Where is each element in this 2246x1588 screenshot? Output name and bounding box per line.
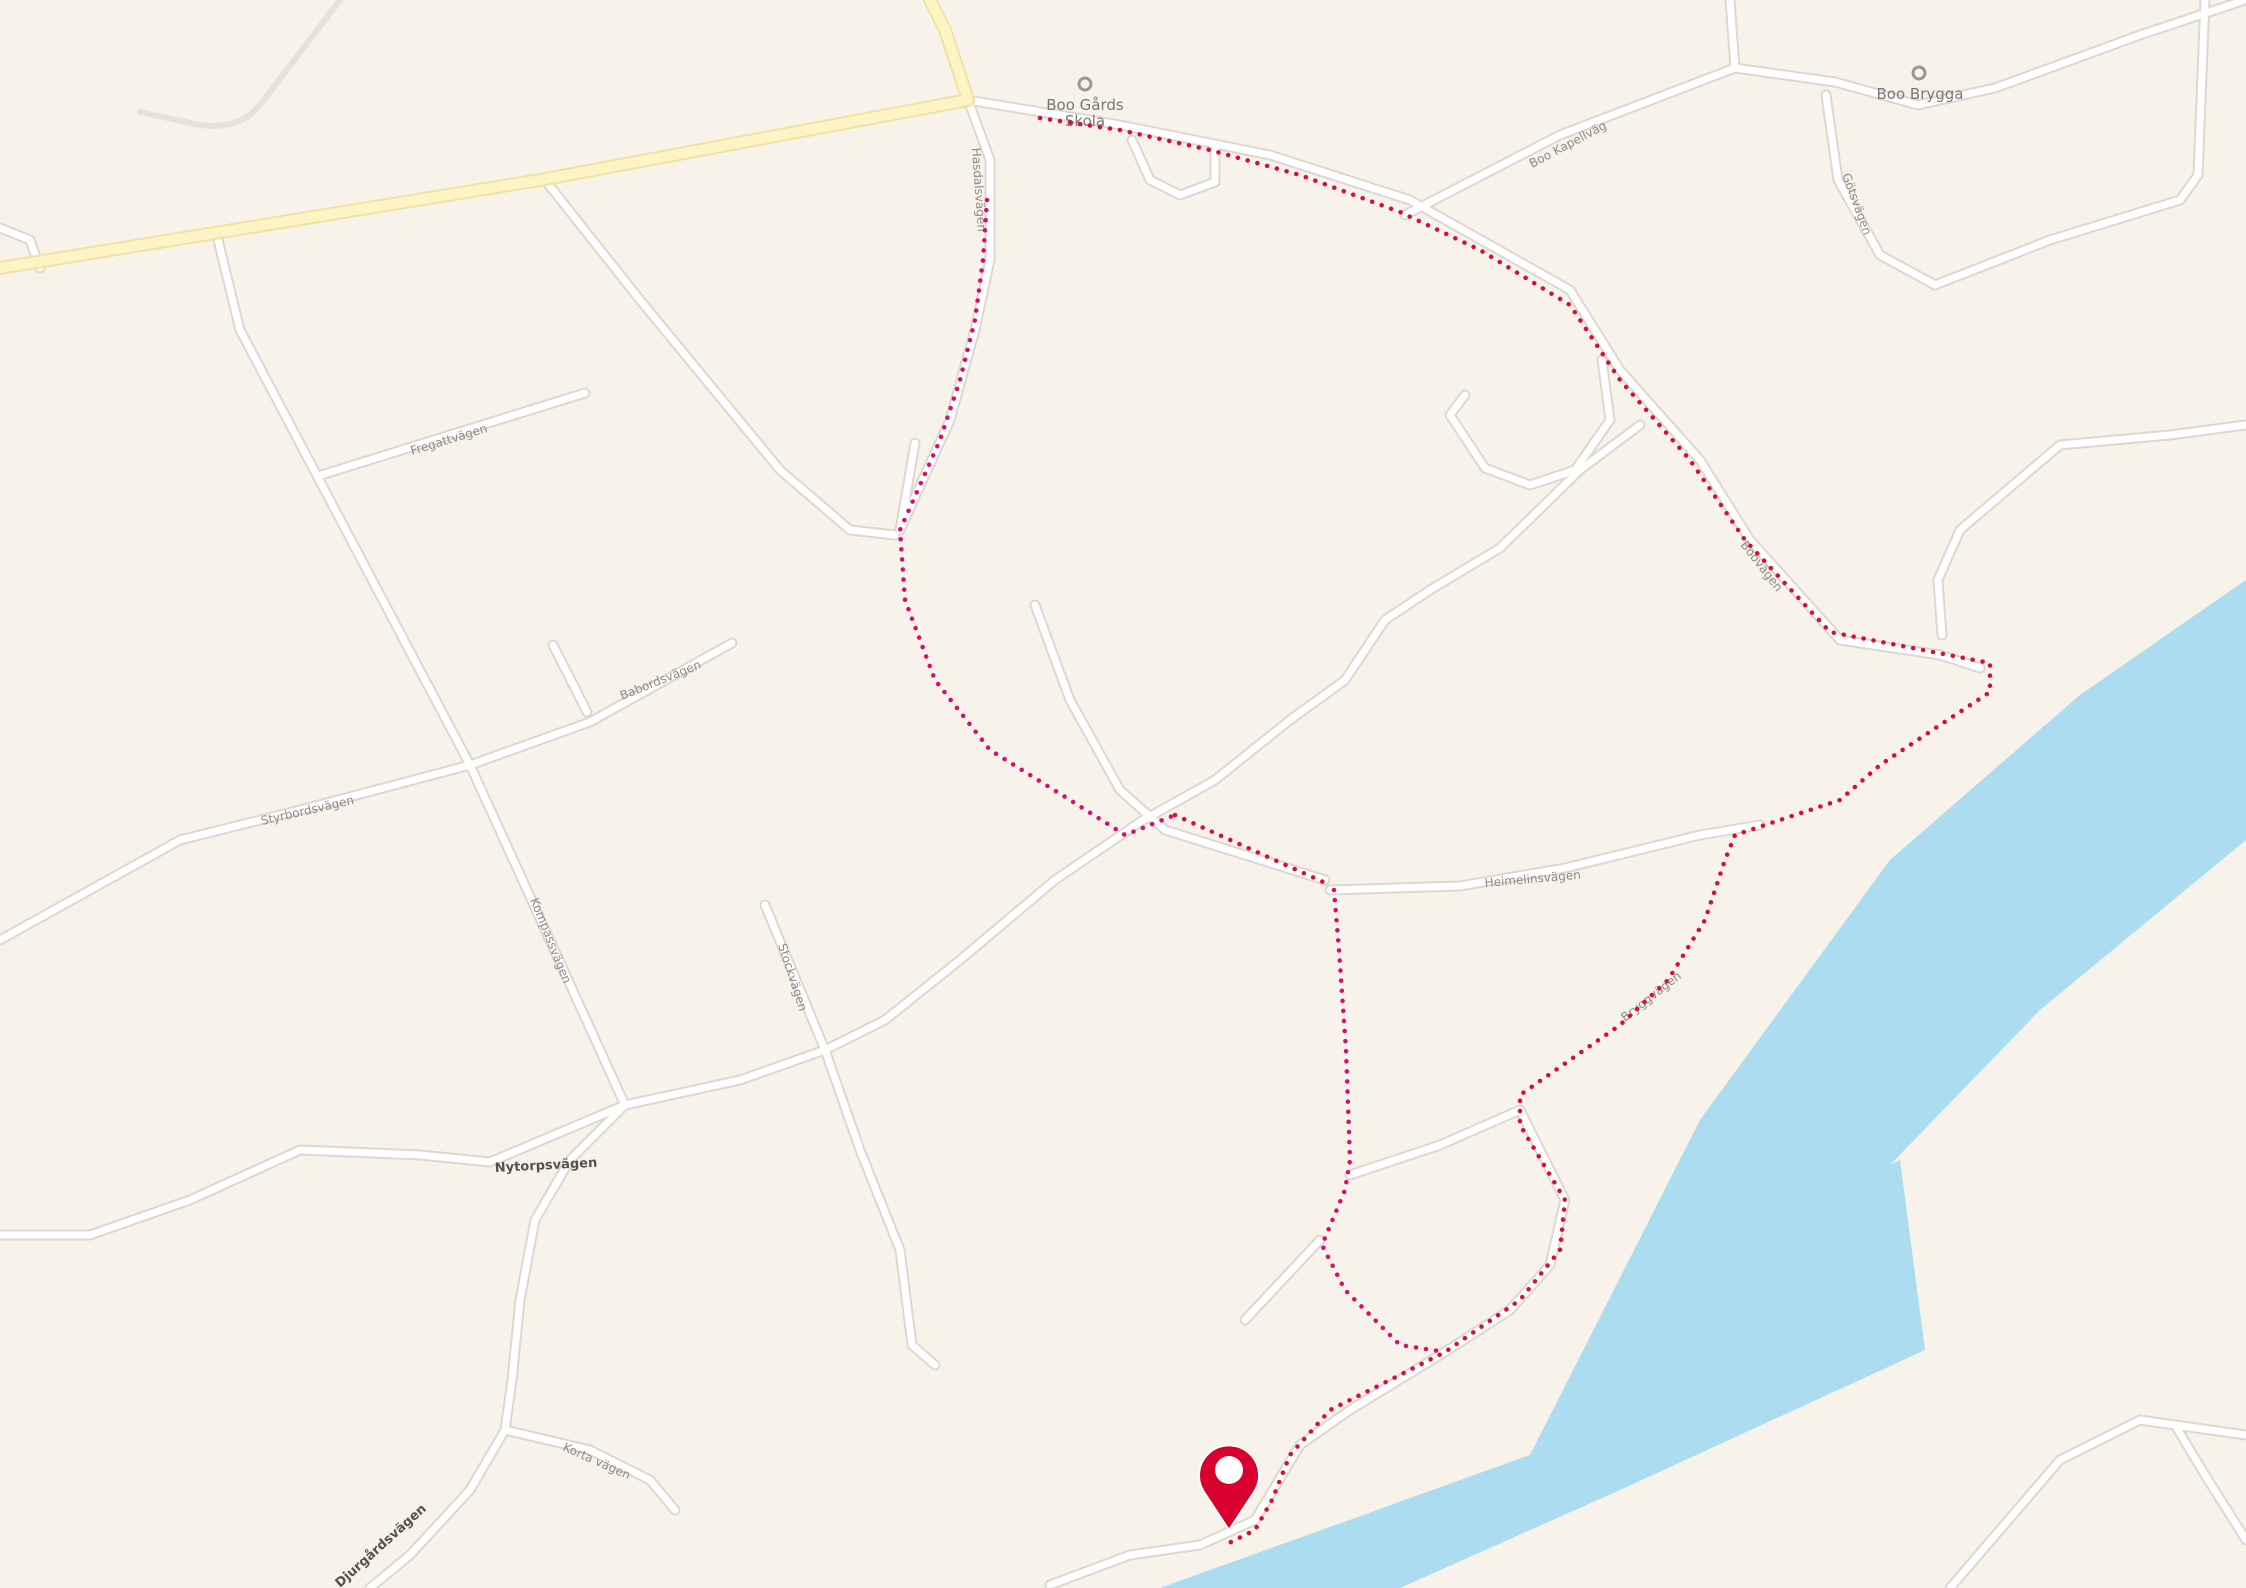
poi-boo-brygga[interactable]: Boo Brygga	[1877, 65, 1964, 103]
road-cul-de-sac	[1446, 356, 1614, 489]
road-fregattvagen	[314, 389, 589, 480]
road-korta-vagen	[501, 1426, 679, 1514]
pier-icon	[1911, 65, 1927, 81]
road-se-spur	[2171, 1421, 2246, 1439]
street-label-hasdalsvagen: Hasdalsvägen	[969, 147, 989, 232]
street-label-nytorpsvagen: Nytorpsvägen	[494, 1156, 597, 1176]
road-se-corner	[1946, 1416, 2246, 1588]
road-east-right	[1934, 421, 2246, 639]
road-babordsvagen-stub	[549, 641, 591, 716]
destination-marker[interactable]	[1198, 1444, 1260, 1532]
poi-boo-gards-skola[interactable]: Boo Gårds Skola	[1046, 76, 1124, 130]
road-mid-diagonal	[1031, 601, 1329, 884]
major-road	[0, 0, 975, 275]
road-boo-kapellvag	[1401, 0, 2246, 219]
road-stub-east	[896, 439, 919, 534]
road-gotsvagen	[1822, 0, 2209, 289]
road-styrbordsvagen	[0, 639, 736, 944]
footpath	[137, 0, 343, 129]
route-main-loop	[1037, 115, 1993, 1548]
road-djurgardsvagen	[366, 1101, 629, 1588]
poi-label-line1: Boo Gårds	[1046, 96, 1124, 114]
road-lower-spur	[1241, 1236, 1324, 1324]
route-overlay	[897, 115, 1993, 1548]
road-north-top	[1726, 0, 1739, 72]
road-heimelinsvagen	[1326, 821, 1764, 894]
road-boovagen	[964, 96, 1984, 672]
poi-label-line2: Skola	[1065, 112, 1105, 130]
road-diagonal-north	[541, 176, 899, 539]
map-pin-dot	[1215, 1456, 1243, 1484]
poi-label-boo-brygga: Boo Brygga	[1877, 85, 1964, 103]
road-nytorpsvagen	[0, 421, 1644, 1239]
map-pin-icon	[1198, 1444, 1260, 1532]
road-north-loop	[1128, 136, 1219, 199]
road-stockvagen	[761, 901, 939, 1369]
road-west-vertical	[214, 236, 629, 1109]
water-body-edge	[1160, 580, 2246, 1588]
school-icon	[1077, 76, 1093, 92]
route-west-loop	[897, 197, 1448, 1355]
